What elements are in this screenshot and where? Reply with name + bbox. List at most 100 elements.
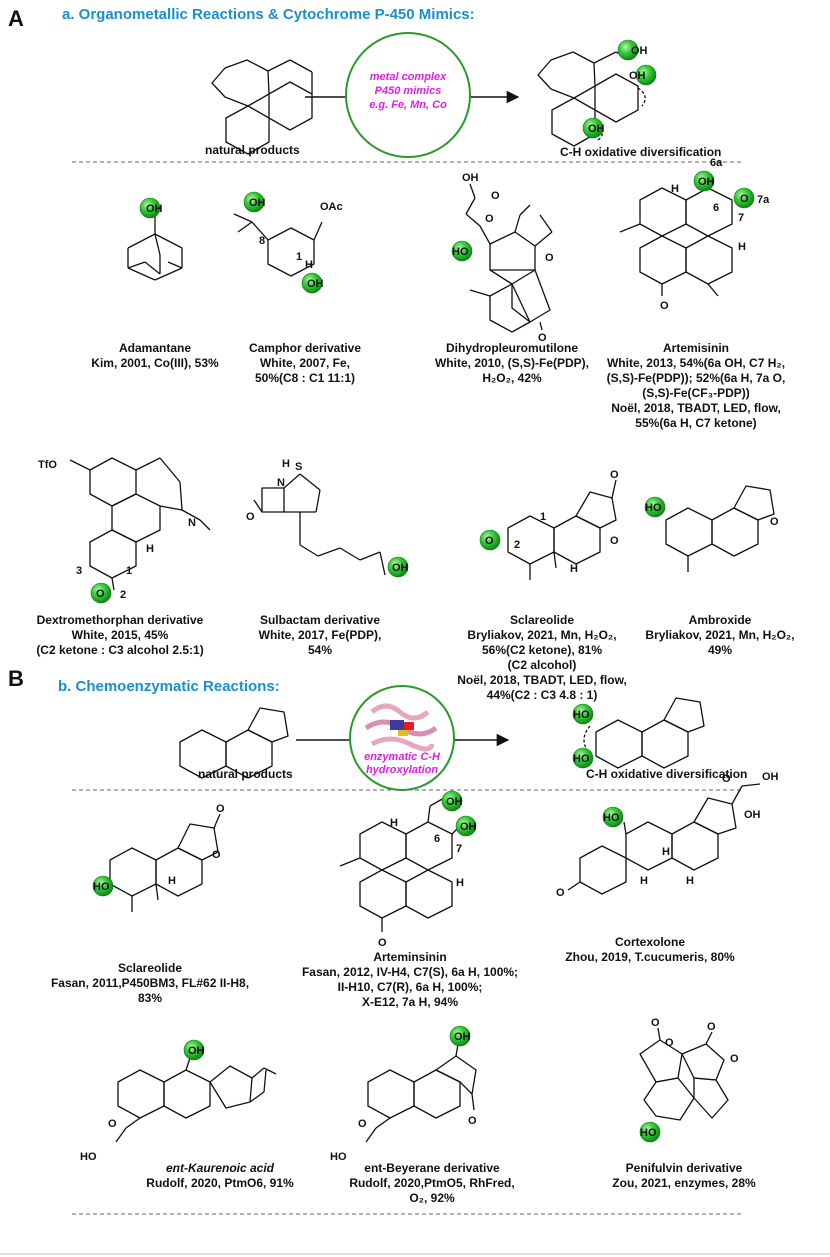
panel-a-right-oh-1: OH [617,39,648,61]
camphor-line1: White, 2007, Fe, [260,356,350,370]
svg-text:HO: HO [452,246,469,258]
artemisinin-a-h1: H [671,183,679,195]
penifulvin-o2: O [665,1037,674,1049]
dextromethorphan-c3: 3 [76,565,82,577]
penifulvin-line1: Zou, 2021, enzymes, 28% [612,1176,756,1190]
cortexolone-name: Cortexolone [615,935,685,949]
artemisinin-b-oh-2: OH [455,815,477,837]
dextromethorphan-n: N [188,517,196,529]
artemisinin-b-structure [339,797,461,932]
cortexolone-h3: H [686,875,694,887]
cortexolone-o-side: O [722,773,731,785]
dihydropleuromutilone-o2: O [485,213,494,225]
kaurenoic-acid-structure [115,1057,277,1143]
panel-b-row1-labels: Sclareolide Fasan, 2011,P450BM3, FL#62 I… [51,935,735,1009]
dihydropleuromutilone-ho: HO [451,240,473,262]
artemisinin-b-line3: X-E12, 7a H, 94% [362,995,458,1009]
svg-text:HO: HO [573,753,590,765]
dextromethorphan-line1: White, 2015, 45% [72,628,169,642]
artemisinin-b-c7: 7 [456,843,462,855]
svg-text:O: O [485,535,494,547]
panel-b-title: b. Chemoenzymatic Reactions: [58,678,280,695]
kaurenoic-acid-name: ent-Kaurenoic acid [166,1161,275,1175]
panel-a-title: a. Organometallic Reactions & Cytochrome… [62,6,475,23]
artemisinin-b-name: Arteminsinin [373,950,446,964]
panel-b-right-ho-1: HO [572,703,594,725]
dihydropleuromutilone-o1: O [491,190,500,202]
camphor-oh-top: OH [243,191,266,213]
sclareolide-b-structure [109,813,221,912]
artemisinin-a-name: Artemisinin [663,341,729,355]
enzyme-structure-icon [364,703,438,752]
sulbactam-structure [253,473,386,576]
artemisinin-a-c6: 6 [713,202,719,214]
penifulvin-o4: O [730,1053,739,1065]
artemisinin-b-oh-1: OH [441,790,463,812]
artemisinin-b-line1: Fasan, 2012, IV-H4, C7(S), 6a H, 100%; [302,965,518,979]
dextromethorphan-o: O [90,582,112,604]
panel-b-skeleton-right [583,697,705,769]
sulbactam-line2: 54% [308,643,332,657]
panel-a-skeleton-left [211,59,313,155]
svg-text:OH: OH [454,1031,471,1043]
dextromethorphan-c2: 2 [120,589,126,601]
panel-a-scheme-right-label: C-H oxidative diversification [560,145,721,159]
artemisinin-a-6a: 6a [710,157,723,169]
panel-b-letter: B [8,666,24,691]
sclareolide-a-line3: (C2 alcohol) [508,658,577,672]
sclareolide-b-line2: 83% [138,991,162,1005]
ambroxide-line1: Bryliakov, 2021, Mn, H₂O₂, [645,628,794,642]
svg-text:HO: HO [603,812,620,824]
panel-a-right-oh-3: OH [582,117,605,139]
sclareolide-a-line4: Noël, 2018, TBADT, LED, flow, [457,673,627,687]
dihydropleuromutilone-o4: O [538,332,547,344]
dextromethorphan-h: H [146,543,154,555]
sulbactam-n: N [277,477,285,489]
sclareolide-a-c1: 1 [540,511,546,523]
artemisinin-a-line4: Noël, 2018, TBADT, LED, flow, [611,401,781,415]
artemisinin-a-7a: 7a [757,194,770,206]
artemisinin-b-ocarbonyl: O [378,937,387,949]
panel-b-skeleton-left [179,707,289,779]
cortexolone-h2: H [640,875,648,887]
panel-b-catalyst-line2: hydroxylation [366,764,438,776]
panel-a-skeleton-right [537,51,646,147]
dihydropleuromutilone-o3: O [545,252,554,264]
sclareolide-a-line5: 44%(C2 : C3 4.8 : 1) [487,688,598,702]
kaurenoic-acid-oh: OH [183,1039,205,1061]
adamantane-structure [127,215,183,281]
camphor-derivative-structure [233,213,323,277]
artemisinin-a-line3: (S,S)-Fe(CF₃-PDP)) [642,386,750,400]
beyerane-o-acid: O [358,1118,367,1130]
beyerane-name: ent-Beyerane derivative [364,1161,500,1175]
adamantane-line1: Kim, 2001, Co(III), 53% [91,356,219,370]
sclareolide-a-o-ring: O [610,535,619,547]
panel-b-right-ho-2: HO [572,747,594,769]
artemisinin-a-line5: 55%(6a H, C7 ketone) [635,416,756,430]
svg-text:HO: HO [640,1127,657,1139]
cortexolone-oh-17: OH [744,809,761,821]
sclareolide-a-line2: 56%(C2 ketone), 81% [482,643,602,657]
dextromethorphan-line2: (C2 ketone : C3 alcohol 2.5:1) [36,643,203,657]
panel-a-catalyst-line1: metal complex [370,71,447,83]
sclareolide-a-structure [507,479,617,580]
beyerane-line1: Rudolf, 2020,PtmO5, RhFred, [349,1176,514,1190]
camphor-oac: OAc [320,201,343,213]
dextromethorphan-name: Dextromethorphan derivative [37,613,204,627]
artemisinin-b-h1: H [390,817,398,829]
sclareolide-a-o: O [479,529,501,551]
ambroxide-ho: HO [644,496,666,518]
beyerane-o-ketone: O [468,1115,477,1127]
panel-a-scheme-left-label: natural products [205,143,300,157]
camphor-h: H [305,259,313,271]
svg-text:OH: OH [249,197,266,209]
panel-b-catalyst-line1: enzymatic C-H [364,751,441,763]
svg-text:OH: OH [631,45,648,57]
svg-text:OH: OH [588,123,605,135]
ambroxide-structure [665,485,775,572]
artemisinin-a-o: O [733,187,755,209]
artemisinin-a-c7: 7 [738,212,744,224]
camphor-c8: 8 [259,235,265,247]
artemisinin-a-line1: White, 2013, 54%(6a OH, C7 H₂, [607,356,785,370]
